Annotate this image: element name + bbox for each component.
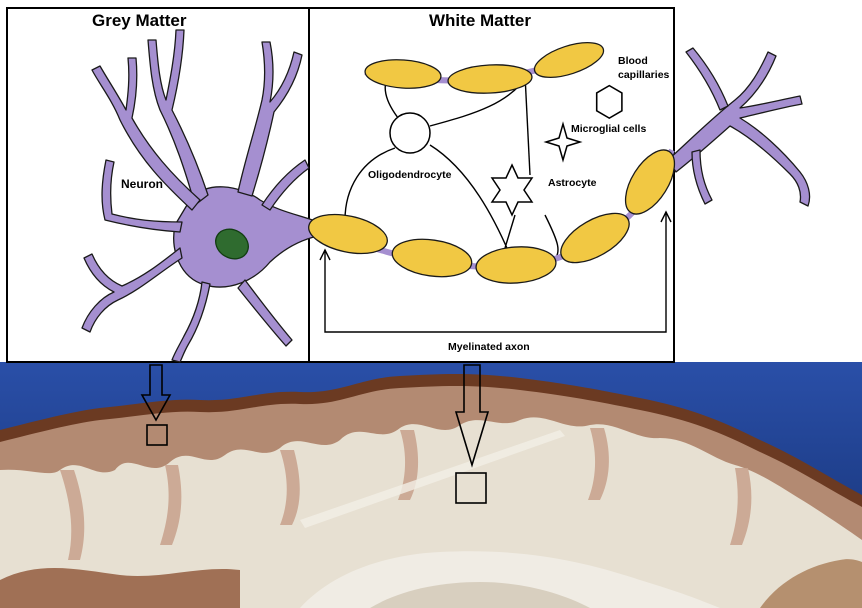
microglial-cells-label: Microglial cells (571, 123, 646, 135)
blood-capillaries-label-line2: capillaries (618, 69, 670, 81)
circle-icon (390, 113, 430, 153)
oligodendrocyte-label: Oligodendrocyte (368, 169, 452, 181)
astrocyte-label: Astrocyte (548, 177, 597, 189)
hexagon-icon (597, 86, 622, 119)
myelinated-axon-label: Myelinated axon (448, 341, 530, 353)
neuron-label: Neuron (121, 177, 163, 191)
grey-matter-title: Grey Matter (92, 11, 187, 30)
white-matter-title: White Matter (429, 11, 531, 30)
blood-capillaries-label-line1: Blood (618, 55, 648, 67)
axon-terminal-dendrites (668, 48, 810, 206)
brain-photo (0, 362, 862, 608)
